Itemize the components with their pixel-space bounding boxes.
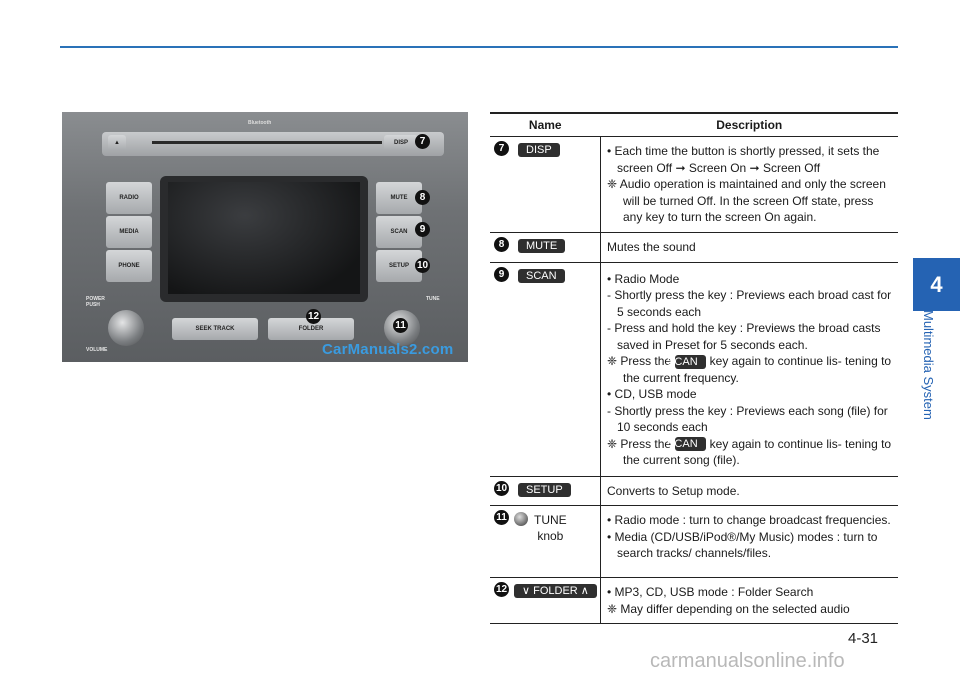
description-cell: • MP3, CD, USB mode : Folder Search ❈ Ma… bbox=[600, 577, 898, 624]
track-label: TRACK bbox=[213, 326, 235, 332]
desc-line: • CD, USB mode bbox=[607, 387, 697, 401]
desc-line: • Radio mode : turn to change broadcast … bbox=[607, 513, 891, 527]
name-cell: 12 ∨ FOLDER ∧ bbox=[490, 577, 601, 624]
number-badge: 8 bbox=[494, 236, 509, 252]
callout-8: 8 bbox=[415, 190, 430, 205]
number-badge: 10 bbox=[494, 480, 509, 496]
disp-key-icon: DISP bbox=[518, 143, 560, 157]
desc-note: ❈ Audio operation is maintained and only… bbox=[607, 177, 886, 224]
chapter-title: Multimedia System bbox=[916, 300, 956, 450]
table-row-tune: 11 TUNE knob • Radio mode : turn to chang… bbox=[490, 505, 898, 578]
callout-7: 7 bbox=[415, 134, 430, 149]
chapter-title-text: Multimedia System bbox=[921, 310, 936, 420]
name-cell: 9 SCAN bbox=[490, 262, 601, 477]
setup-key-icon: SETUP bbox=[518, 482, 571, 497]
mute-button: MUTE bbox=[376, 182, 422, 214]
desc-line: Mutes the sound bbox=[607, 239, 696, 254]
table-row-disp: 7 DISP • Each time the button is shortly… bbox=[490, 136, 898, 233]
callout-9: 9 bbox=[415, 222, 430, 237]
desc-line: - Shortly press the key : Previews each … bbox=[607, 403, 888, 435]
name-cell: 10 SETUP bbox=[490, 476, 601, 506]
disp-button: DISP bbox=[384, 135, 418, 151]
desc-line: • MP3, CD, USB mode : Folder Search bbox=[607, 585, 814, 599]
number-badge: 7 bbox=[494, 141, 509, 156]
desc-line: Converts to Setup mode. bbox=[607, 483, 740, 498]
note-post: key again to continue lis- tening to the… bbox=[623, 354, 892, 385]
table-row-folder: 12 ∨ FOLDER ∧ • MP3, CD, USB mode : Fold… bbox=[490, 577, 898, 624]
header-description: Description bbox=[600, 112, 898, 137]
scan-button: SCAN bbox=[376, 216, 422, 248]
scan-key-icon: SCAN bbox=[667, 354, 706, 369]
bluetooth-label: Bluetooth bbox=[248, 120, 272, 126]
table-header-row: Name Description bbox=[490, 112, 898, 137]
media-button: MEDIA bbox=[106, 216, 152, 248]
table-row-scan: 9 SCAN • Radio Mode - Shortly press the … bbox=[490, 262, 898, 477]
knob-label: TUNE knob bbox=[534, 512, 567, 544]
table-row-mute: 8 MUTE Mutes the sound bbox=[490, 232, 898, 263]
name-cell: 7 DISP bbox=[490, 136, 601, 233]
eject-icon: ▲ bbox=[108, 135, 126, 151]
push-label: PUSH bbox=[86, 302, 100, 308]
tune-label: TUNE bbox=[534, 513, 567, 527]
radio-head-unit-photo: ▲ DISP Bluetooth RADIO MEDIA PHONE MUTE … bbox=[62, 112, 468, 362]
scan-key-icon: SCAN bbox=[518, 268, 565, 283]
description-cell: • Radio Mode - Shortly press the key : P… bbox=[600, 262, 898, 477]
radio-button: RADIO bbox=[106, 182, 152, 214]
setup-button: SETUP bbox=[376, 250, 422, 282]
description-cell: Mutes the sound bbox=[600, 232, 898, 263]
cd-slot bbox=[152, 141, 382, 144]
number-badge: 9 bbox=[494, 266, 509, 282]
callout-11: 11 bbox=[393, 318, 408, 333]
folder-key-icon: ∨ FOLDER ∧ bbox=[514, 584, 597, 598]
controls-table: Name Description 7 DISP • Each time the … bbox=[490, 112, 898, 624]
page-number: 4-31 bbox=[848, 630, 879, 647]
note-post: key again to continue lis- tening to the… bbox=[623, 436, 892, 468]
footer-watermark: carmanualsonline.info bbox=[650, 650, 845, 672]
note-pre: ❈ Press the bbox=[607, 354, 672, 368]
desc-line: - Press and hold the key : Previews the … bbox=[607, 321, 881, 352]
phone-button: PHONE bbox=[106, 250, 152, 282]
volume-label: VOLUME bbox=[86, 347, 108, 353]
volume-knob bbox=[108, 310, 144, 346]
description-cell: Converts to Setup mode. bbox=[600, 476, 898, 506]
number-badge: 12 bbox=[494, 582, 509, 597]
desc-line: - Shortly press the key : Previews each … bbox=[607, 288, 892, 319]
name-cell: 11 TUNE knob bbox=[490, 505, 601, 578]
table-row-setup: 10 SETUP Converts to Setup mode. bbox=[490, 476, 898, 506]
chapter-tab: 4 bbox=[913, 258, 960, 311]
seek-label: SEEK bbox=[195, 326, 212, 332]
number-badge: 11 bbox=[494, 510, 509, 525]
top-rule bbox=[60, 46, 898, 48]
callout-12: 12 bbox=[306, 309, 321, 324]
description-cell: • Each time the button is shortly presse… bbox=[600, 136, 898, 233]
tune-knob-icon bbox=[514, 512, 528, 526]
display-screen bbox=[168, 182, 360, 294]
mute-key-icon: MUTE bbox=[518, 238, 566, 253]
name-cell: 8 MUTE bbox=[490, 232, 601, 263]
note-pre: ❈ Press the bbox=[607, 436, 672, 451]
description-cell: • Radio mode : turn to change broadcast … bbox=[600, 505, 898, 578]
folder-button: FOLDER bbox=[268, 318, 354, 340]
desc-line: • Radio Mode bbox=[607, 271, 680, 286]
desc-note: ❈ May differ depending on the selected a… bbox=[607, 601, 850, 616]
photo-watermark: CarManuals2.com bbox=[322, 341, 454, 358]
knob-word: knob bbox=[537, 529, 564, 543]
desc-line: • Each time the button is shortly presse… bbox=[607, 144, 880, 175]
callout-10: 10 bbox=[415, 258, 430, 273]
tune-label: TUNE bbox=[426, 296, 440, 302]
scan-key-icon: SCAN bbox=[667, 437, 706, 452]
header-name: Name bbox=[490, 112, 601, 137]
desc-line: • Media (CD/USB/iPod®/My Music) modes : … bbox=[607, 529, 878, 561]
power-label: POWER bbox=[86, 296, 105, 302]
seek-track-button: SEEK TRACK bbox=[172, 318, 258, 340]
